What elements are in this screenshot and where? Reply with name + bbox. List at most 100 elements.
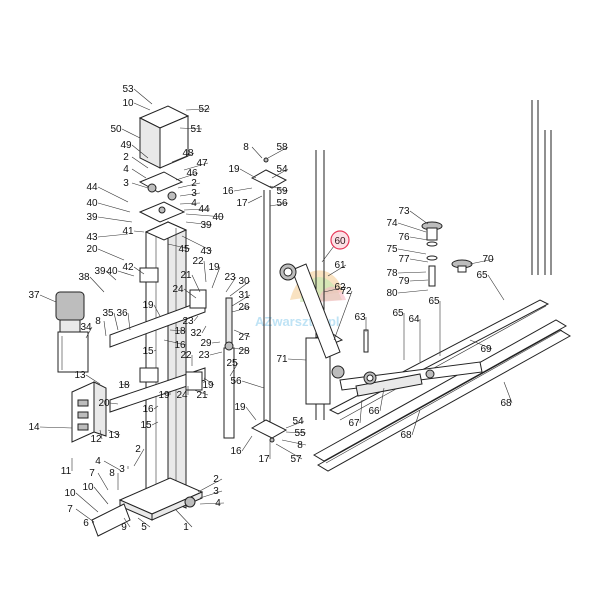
leader-line [323, 286, 347, 293]
part-label: 13 [74, 370, 86, 381]
leader-line [409, 258, 429, 263]
part-label: 16 [142, 404, 154, 415]
part-label: 2 [135, 444, 141, 455]
part-label: 4 [191, 198, 197, 209]
part-label: 70 [482, 254, 494, 265]
leader-line [281, 439, 307, 446]
leader-line [185, 221, 213, 226]
leader-line [411, 409, 421, 436]
part-label: 30 [238, 276, 250, 287]
leader-line [487, 274, 505, 301]
leader-line [191, 274, 201, 293]
leader-line [231, 306, 251, 313]
part-label: 42 [122, 262, 134, 273]
leader-line [39, 294, 57, 303]
part-label: 37 [28, 290, 40, 301]
leader-line [397, 289, 429, 294]
part-label: 74 [386, 218, 398, 229]
part-label: 55 [294, 428, 306, 439]
part-label: 28 [238, 346, 250, 357]
part-label: 48 [182, 148, 194, 159]
part-label: 19 [202, 380, 214, 391]
carriage-plates [109, 289, 207, 413]
part-label: 50 [110, 124, 122, 135]
right-upright-bars [531, 100, 552, 275]
leader-line [103, 320, 107, 337]
part-label: 4 [215, 498, 221, 509]
part-label: 15 [142, 346, 154, 357]
left-column [118, 221, 204, 521]
part-label: 17 [236, 198, 248, 209]
leader-line [99, 429, 103, 440]
part-label: 22 [192, 256, 204, 267]
part-label: 41 [122, 226, 134, 237]
leader-line [203, 377, 215, 386]
leader-line [133, 448, 145, 467]
leader-line [137, 517, 151, 528]
leader-line [409, 279, 429, 282]
leader-line [409, 236, 429, 241]
part-label: 77 [398, 254, 410, 265]
part-label: 32 [190, 328, 202, 339]
part-label: 39 [200, 220, 212, 231]
highlighted-part-label[interactable]: 60 [334, 236, 346, 247]
part-label: 18 [174, 326, 186, 337]
leader-line [245, 406, 257, 421]
part-label: 53 [122, 84, 134, 95]
floor-track-rails [313, 299, 571, 472]
pin-63 [363, 329, 369, 353]
part-label: 40 [106, 266, 118, 277]
part-label: 20 [86, 244, 98, 255]
part-label: 8 [243, 142, 249, 153]
part-label: 6 [83, 518, 89, 529]
part-label: 27 [238, 332, 250, 343]
leader-line [131, 156, 149, 169]
part-label: 51 [190, 124, 202, 135]
leader-line [117, 270, 135, 277]
leader-line [233, 347, 251, 352]
part-label: 22 [180, 350, 192, 361]
part-label: 19 [234, 402, 246, 413]
leader-line [167, 243, 191, 250]
part-label: 3 [213, 486, 219, 497]
leader-line [75, 492, 99, 513]
part-label: 58 [276, 142, 288, 153]
leader-line [93, 486, 109, 505]
leader-line [89, 276, 105, 293]
part-label: 3 [191, 188, 197, 199]
leader-line [183, 288, 197, 299]
leader-line [181, 235, 213, 252]
leader-line [177, 182, 201, 189]
part-label: 29 [200, 338, 212, 349]
leader-line [239, 168, 257, 179]
part-label: 39 [94, 266, 106, 277]
part-label: 23 [182, 316, 194, 327]
control-box [71, 381, 107, 443]
part-label: 34 [80, 322, 92, 333]
leader-line [153, 349, 157, 352]
leader-line [203, 260, 207, 283]
part-label: 8 [95, 316, 101, 327]
left-column-top-assembly [138, 105, 190, 223]
leader-line [229, 280, 251, 297]
part-label: 57 [290, 454, 302, 465]
part-label: 20 [98, 398, 110, 409]
leader-line [397, 248, 427, 255]
part-label: 15 [140, 420, 152, 431]
part-label: 56 [276, 198, 288, 209]
hydraulic-cylinder [223, 297, 235, 439]
leader-line [469, 339, 493, 350]
leader-line [153, 304, 161, 317]
part-label: 19 [208, 262, 220, 273]
part-label: 25 [226, 358, 238, 369]
part-label: 44 [198, 204, 210, 215]
part-label: 69 [480, 344, 492, 355]
leader-line [97, 233, 129, 238]
part-label: 16 [174, 340, 186, 351]
leader-line [113, 312, 119, 331]
leader-line [171, 152, 195, 163]
part-label: 26 [238, 302, 250, 313]
leader-line [39, 426, 73, 429]
right-column [279, 150, 345, 420]
